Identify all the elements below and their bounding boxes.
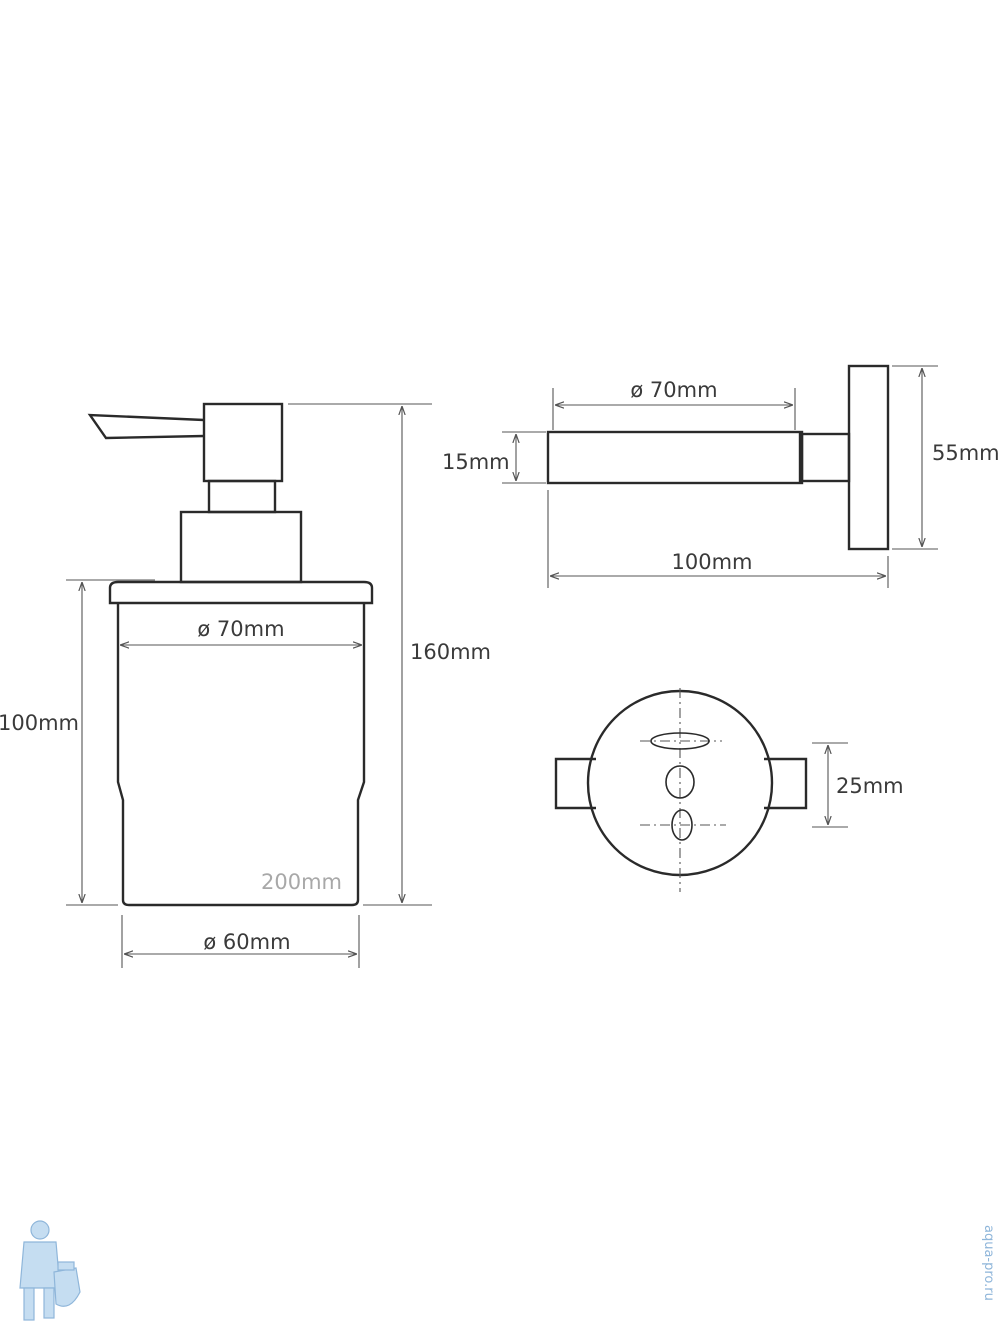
- holder-arm: [800, 432, 851, 483]
- label-dispenser-top-diameter: ø 70mm: [197, 617, 284, 641]
- dispenser-cap: [108, 580, 374, 605]
- plumber-mascot-logo: [19, 1220, 81, 1321]
- wall-plate: [847, 364, 890, 551]
- arm-stub-left: [554, 757, 596, 810]
- label-holder-depth: 100mm: [672, 550, 753, 574]
- mounting-slot-upper: [650, 732, 710, 750]
- dispenser-glass-body: [116, 603, 366, 907]
- holder-side-view: ø 70mm 15mm 100mm 55mm: [442, 364, 1000, 588]
- holder-ring: [546, 430, 804, 485]
- label-mount-hole-spacing: 25mm: [836, 774, 904, 798]
- pump-collar: [179, 510, 303, 584]
- arm-stub-right: [764, 757, 808, 810]
- label-dispenser-body-height: 100mm: [0, 711, 79, 735]
- label-holder-plate-height: 55mm: [932, 441, 1000, 465]
- label-holder-ring-diameter: ø 70mm: [630, 378, 717, 402]
- label-holder-ring-height: 15mm: [442, 450, 510, 474]
- mounting-slot-lower: [671, 809, 693, 841]
- label-dispenser-base-diameter: ø 60mm: [203, 930, 290, 954]
- label-dispenser-total-height: 160mm: [410, 640, 491, 664]
- center-hole: [665, 765, 695, 799]
- watermark-site: aqua-pro.ru: [981, 1225, 996, 1301]
- pump-head: [202, 402, 284, 483]
- label-dispenser-volume: 200mm: [261, 870, 342, 894]
- pump-spout: [87, 413, 205, 440]
- pump-stem: [207, 479, 277, 514]
- soap-dispenser-front-view: ø 70mm 100mm 160mm 200mm ø 60mm: [0, 402, 491, 968]
- wall-plate-rear-view: 25mm: [554, 688, 904, 892]
